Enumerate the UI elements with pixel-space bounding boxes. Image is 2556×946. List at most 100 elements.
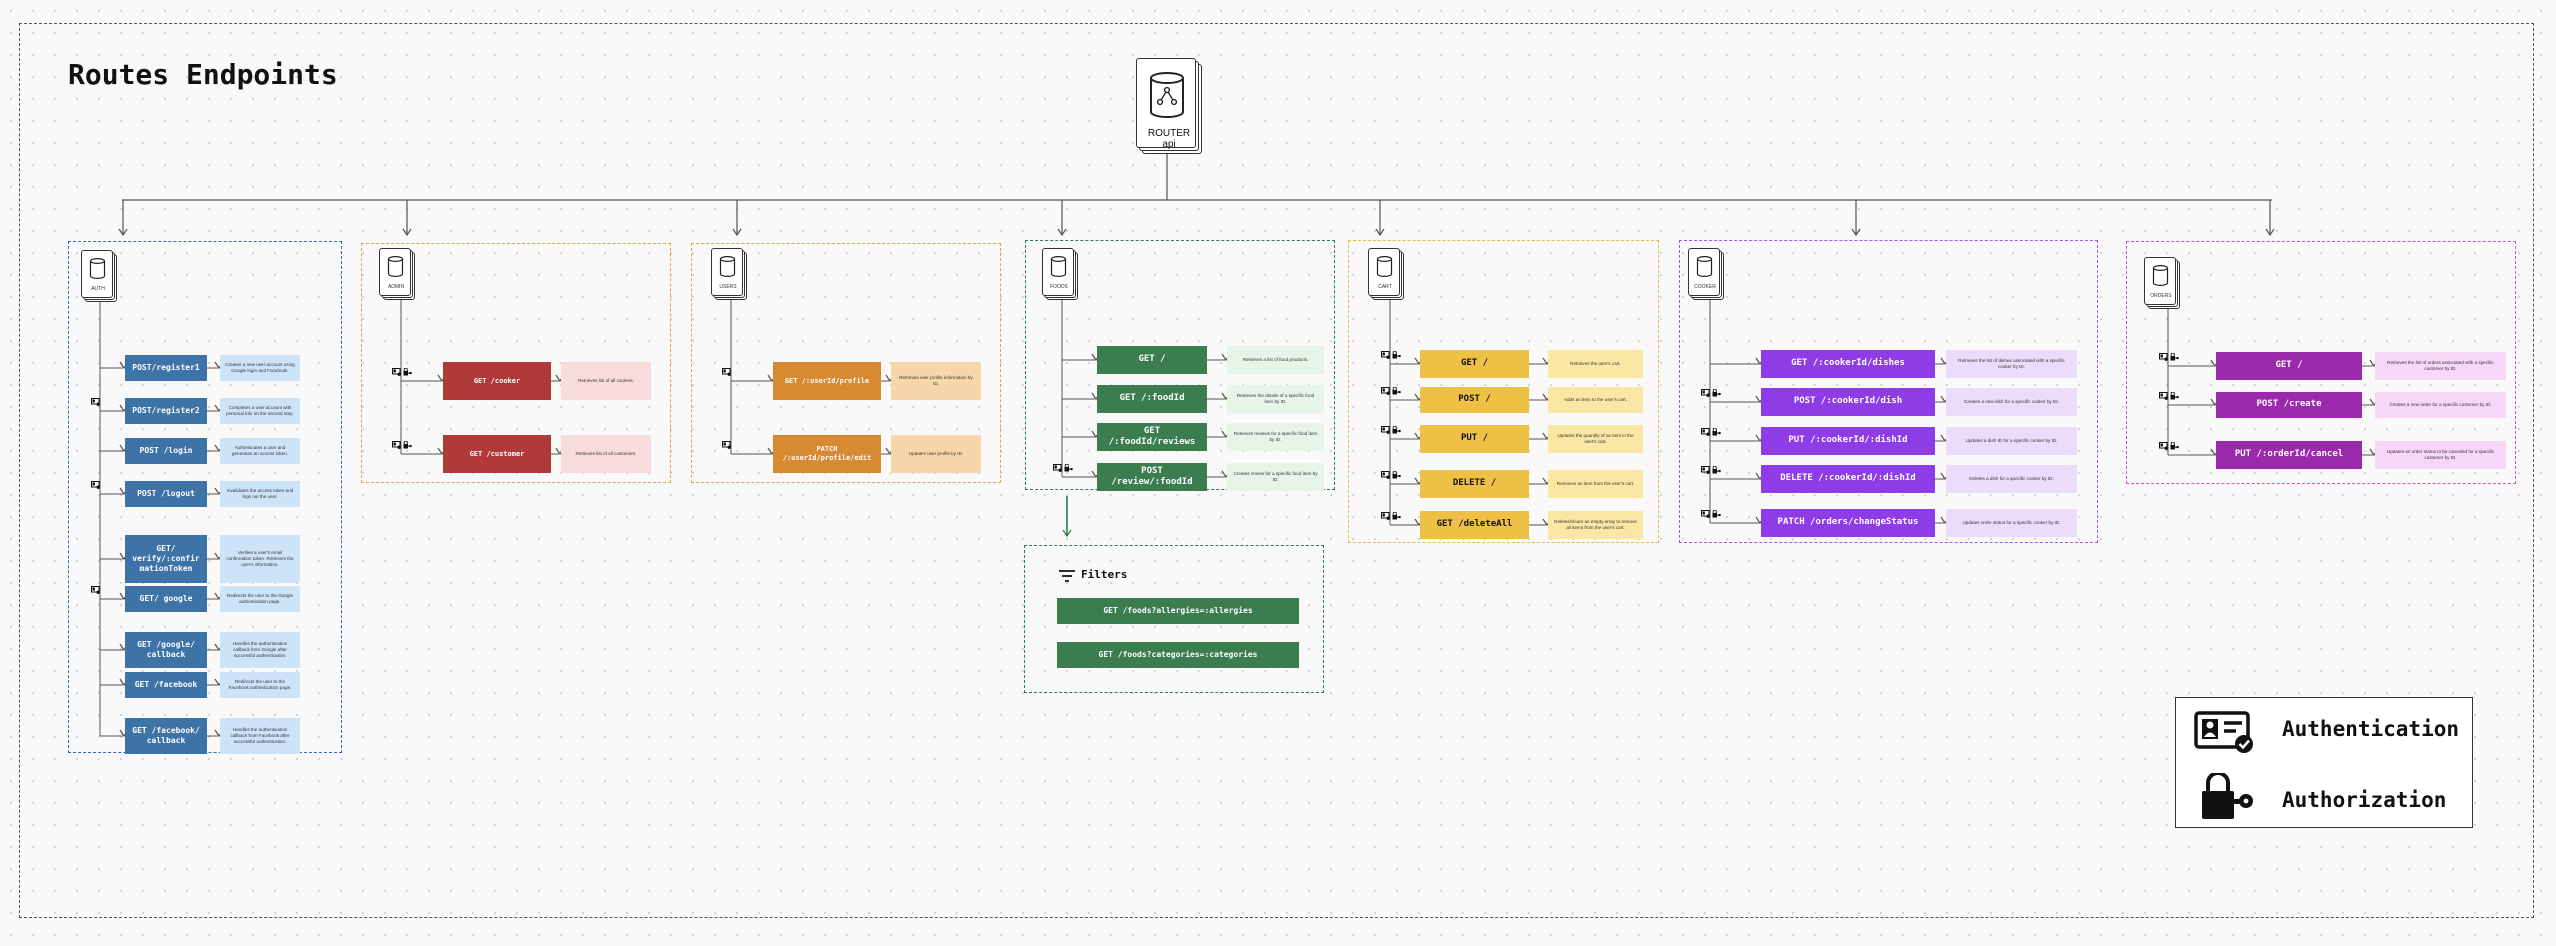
endpoint-cooker-1[interactable]: POST /:cookerId/dish <box>1761 388 1935 416</box>
endpoint-authentication-icon <box>2159 442 2168 453</box>
endpoint-description-cooker-0: Retrieves the list of dishes associated … <box>1946 350 2077 378</box>
authentication-icon <box>722 368 731 376</box>
database-icon <box>719 256 736 277</box>
endpoint-description-auth-0: Creates a new user account using Google … <box>220 355 300 381</box>
endpoint-cooker-2[interactable]: PUT /:cookerId/:dishId <box>1761 427 1935 455</box>
endpoint-description-cart-4: Deletes/clears an empty array to remove … <box>1548 511 1643 539</box>
endpoint-cooker-0[interactable]: GET /:cookerId/dishes <box>1761 350 1935 378</box>
legend-authentication-label: Authentication <box>2282 717 2460 741</box>
endpoint-cooker-4[interactable]: PATCH /orders/changeStatus <box>1761 509 1935 537</box>
endpoint-cart-0[interactable]: GET / <box>1420 350 1529 378</box>
endpoint-authorization-icon <box>2170 391 2179 403</box>
filters-panel <box>1024 545 1324 693</box>
endpoint-foods-0[interactable]: GET / <box>1097 346 1207 374</box>
endpoint-authorization-icon <box>2170 441 2179 453</box>
authorization-icon <box>2170 352 2179 361</box>
database-icon <box>1376 256 1393 277</box>
endpoint-authentication-icon <box>1053 464 1062 475</box>
endpoint-auth-8[interactable]: GET /facebook/ callback <box>125 718 207 754</box>
endpoint-authentication-icon <box>1381 512 1390 523</box>
endpoint-orders-2[interactable]: PUT /:orderId/cancel <box>2216 441 2362 469</box>
endpoint-admin-0[interactable]: GET /cooker <box>443 362 551 400</box>
branch-arrow-cooker <box>1851 228 1861 237</box>
endpoint-cart-4[interactable]: GET /deleteAll <box>1420 511 1529 539</box>
endpoint-description-auth-5: Redirects the user to the Google authent… <box>220 586 300 612</box>
authorization-icon <box>2170 391 2179 400</box>
authorization-icon <box>1392 511 1401 520</box>
group-icon-orders: ORDERS <box>2144 257 2180 309</box>
endpoint-authentication-icon <box>722 368 731 379</box>
authentication-icon <box>1053 464 1062 472</box>
authorization-icon <box>1712 509 1721 518</box>
authorization-icon <box>2170 441 2179 450</box>
endpoint-authorization-icon <box>1712 465 1721 477</box>
endpoint-authorization-icon <box>2170 352 2179 364</box>
endpoint-authentication-icon <box>1701 389 1710 400</box>
authentication-icon <box>91 586 100 594</box>
endpoint-auth-3[interactable]: POST /logout <box>125 481 207 507</box>
endpoint-description-cooker-1: Creates a new dish for a specific cooker… <box>1946 388 2077 416</box>
endpoint-description-cooker-3: Deletes a dish for a specific cooker by … <box>1946 465 2077 493</box>
authorization-icon <box>403 367 412 376</box>
endpoint-auth-0[interactable]: POST/register1 <box>125 355 207 381</box>
group-icon-users: USERS <box>711 248 747 300</box>
endpoint-cooker-3[interactable]: DELETE /:cookerId/:dishId <box>1761 465 1935 493</box>
endpoint-authentication-icon <box>1381 426 1390 437</box>
filter-endpoint-categories[interactable]: GET /foods?categories=:categories <box>1057 642 1299 668</box>
endpoint-foods-2[interactable]: GET /:foodId/reviews <box>1097 423 1207 451</box>
filters-link-arrow <box>1062 529 1072 538</box>
endpoint-foods-1[interactable]: GET /:foodId <box>1097 385 1207 413</box>
endpoint-authorization-icon <box>1712 427 1721 439</box>
endpoint-authorization-icon <box>1712 388 1721 400</box>
endpoint-orders-1[interactable]: POST /create <box>2216 392 2362 418</box>
authentication-icon <box>91 481 100 489</box>
endpoint-cart-1[interactable]: POST / <box>1420 387 1529 413</box>
authentication-icon <box>392 441 401 449</box>
authorization-icon <box>1392 386 1401 395</box>
authorization-icon <box>403 440 412 449</box>
endpoint-description-auth-4: Verifies a user's email confirmation tok… <box>220 535 300 583</box>
authentication-icon <box>1701 428 1710 436</box>
filter-endpoint-allergies[interactable]: GET /foods?allergies=:allergies <box>1057 598 1299 624</box>
endpoint-auth-4[interactable]: GET/ verify/:confir mationToken <box>125 535 207 583</box>
endpoint-foods-3[interactable]: POST /review/:foodId <box>1097 463 1207 491</box>
group-users <box>691 243 1001 483</box>
endpoint-authentication-icon <box>2159 353 2168 364</box>
endpoint-cart-3[interactable]: DELETE / <box>1420 470 1529 498</box>
database-icon <box>1050 256 1067 277</box>
page-title: Routes Endpoints <box>68 58 338 91</box>
endpoint-auth-6[interactable]: GET /google/ callback <box>125 632 207 668</box>
router-sub: api <box>1162 139 1176 150</box>
authorization-icon <box>2202 773 2253 819</box>
endpoint-description-orders-1: Creates a new order for a specific custo… <box>2375 392 2506 418</box>
branch-arrow-foods <box>1057 228 1067 237</box>
endpoint-authorization-icon <box>403 367 412 379</box>
endpoint-admin-1[interactable]: GET /customer <box>443 435 551 473</box>
database-icon <box>89 258 106 279</box>
endpoint-auth-1[interactable]: POST/register2 <box>125 398 207 424</box>
endpoint-description-cart-2: Updates the quantity of an item in the u… <box>1548 425 1643 453</box>
legend: Authentication Authorization <box>2175 697 2473 828</box>
authentication-icon <box>1701 510 1710 518</box>
endpoint-orders-0[interactable]: GET / <box>2216 352 2362 380</box>
authentication-icon <box>1381 426 1390 434</box>
endpoint-description-auth-8: Handles the authentication callback from… <box>220 718 300 754</box>
router-name: ROUTER <box>1147 128 1191 139</box>
group-label-admin: ADMIN <box>387 284 405 290</box>
endpoint-auth-7[interactable]: GET /facebook <box>125 672 207 698</box>
endpoint-description-cooker-2: Updates a dish ID for a specific cooker … <box>1946 427 2077 455</box>
endpoint-authorization-icon <box>1064 463 1073 475</box>
endpoint-users-1[interactable]: PATCH /:userId/profile/edit <box>773 435 881 473</box>
endpoint-authentication-icon <box>1701 510 1710 521</box>
authentication-icon <box>2159 442 2168 450</box>
endpoint-auth-5[interactable]: GET/ google <box>125 586 207 612</box>
endpoint-cart-2[interactable]: PUT / <box>1420 425 1529 453</box>
endpoint-auth-2[interactable]: POST /login <box>125 438 207 464</box>
endpoint-users-0[interactable]: GET /:userId/profile <box>773 362 881 400</box>
group-label-cart: CART <box>1378 284 1392 290</box>
group-cart <box>1348 240 1659 543</box>
endpoint-description-auth-3: Invalidates the access token and logs ou… <box>220 481 300 507</box>
endpoint-authentication-icon <box>1381 351 1390 362</box>
endpoint-authentication-icon <box>1381 387 1390 398</box>
